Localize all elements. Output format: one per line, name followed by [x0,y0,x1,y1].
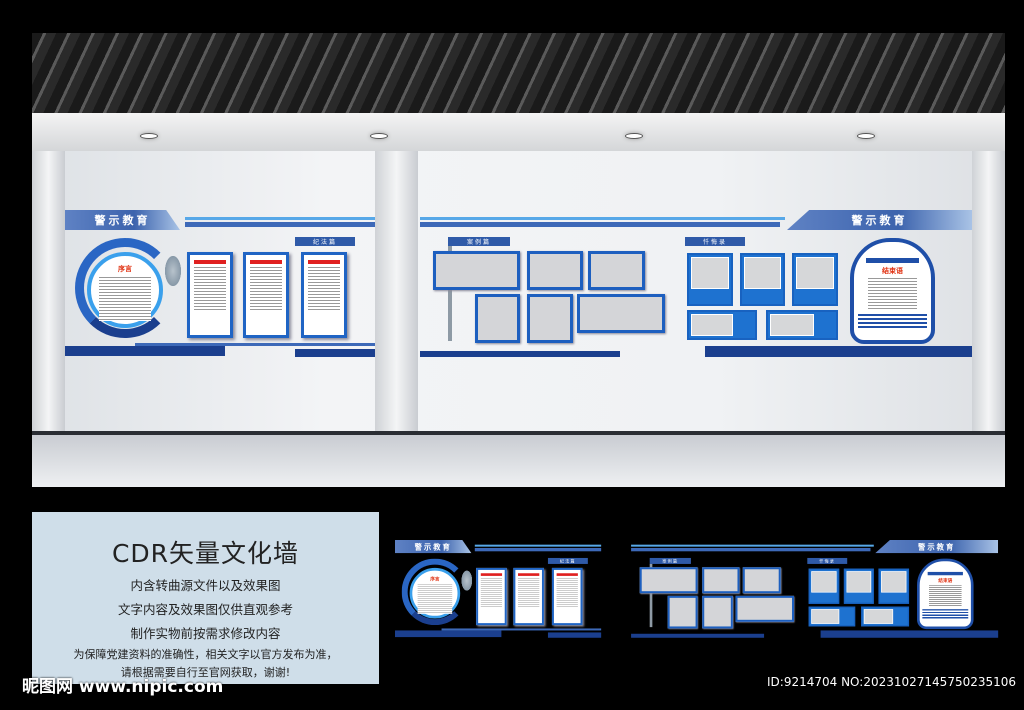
section-confession-tab: 忏悔录 [807,557,848,564]
photo-frame [735,595,794,622]
photo-frame [527,251,583,290]
left-banner: 警示教育 [395,540,472,554]
right-banner: 警示教育 [875,540,999,554]
confession-card [808,568,840,604]
text-lines [868,278,917,310]
confession-card [878,568,910,604]
deco-line [441,628,602,631]
preface-circle: 序言 [409,567,461,619]
deco-line [420,222,780,227]
lotus-icon [461,570,473,591]
section-law-tab: 纪法篇 [547,557,588,564]
pillar [972,151,1005,437]
section-cases-tab: 案例篇 [448,237,510,246]
confession-card [808,606,856,627]
bottom-bar [295,349,375,357]
confession-card [766,310,838,340]
deco-line [185,217,375,220]
bell-board: 结束语 [917,558,974,630]
confession-card [740,253,785,306]
deco-line [185,222,375,227]
deco-line [631,544,874,547]
image-id: ID:9214704 NO:20231027145750235106 [767,675,1017,689]
text-board [476,567,507,626]
rendered-scene: 警示教育 序言 纪法篇 警示教育 案例篇 忏悔录 [32,33,1005,487]
flat-preview: 警示教育 序言 纪法篇 警示教育 案例篇 忏悔录 [395,540,1000,640]
ceiling-light [625,133,643,139]
deco-line [474,544,602,547]
ceiling-light [370,133,388,139]
text-board [513,567,544,626]
photo-frame [577,294,665,333]
text-board [301,252,347,338]
pillar [375,151,418,437]
confession-card [687,310,757,340]
text-board [187,252,233,338]
info-line: 内含转曲源文件以及效果图 [130,578,281,593]
lotus-icon [165,256,181,286]
preface-label: 序言 [430,576,440,582]
deco-line [631,547,871,552]
right-banner: 警示教育 [787,210,972,230]
photo-frame [667,595,698,629]
info-line: 文字内容及效果图仅供直观参考 [117,602,293,617]
bottom-bar [631,633,765,638]
bottom-bar [705,346,972,357]
text-lines [417,584,453,614]
notice-line: 请根据需要自行至官网获取，谢谢! [120,666,291,679]
preface-circle: 序言 [87,252,163,328]
notice-line: 为保障党建资料的准确性，相关文字以官方发布为准， [73,648,338,661]
confession-card [843,568,874,604]
deco-line [474,547,602,552]
bottom-bar [65,346,225,356]
closing-label: 结束语 [927,571,963,584]
text-board [551,567,583,626]
bottom-bar [820,630,999,638]
bell-stripes [858,314,927,330]
section-law-tab: 纪法篇 [295,237,355,246]
pillar [32,151,65,437]
ceiling-light [140,133,158,139]
photo-frame [702,595,733,629]
ceiling-light [857,133,875,139]
watermark-logo: 昵图网 www.nipic.com [22,677,224,697]
closing-label: 结束语 [866,258,919,276]
photo-frame [702,567,740,594]
info-panel: CDR矢量文化墙 内含转曲源文件以及效果图 文字内容及效果图仅供直观参考 制作实… [32,512,379,684]
info-line: 制作实物前按需求修改内容 [130,626,281,641]
text-lines [99,277,151,321]
reflective-floor [32,431,1005,487]
photo-frame [639,567,698,594]
photo-frame [527,294,573,343]
bottom-bar [420,351,620,357]
bottom-bar [395,630,502,638]
preface-label: 序言 [118,265,132,273]
swirl-ring [75,238,175,338]
confession-card [861,606,910,627]
info-title: CDR矢量文化墙 [111,539,300,568]
bell-board: 结束语 [850,238,935,344]
deco-bracket [649,563,653,628]
confession-card [792,253,838,306]
ceiling-beam [32,113,1005,151]
photo-frame [433,251,520,290]
photo-frame [475,294,520,343]
text-lines [928,585,962,607]
text-board [243,252,289,338]
bell-stripes [922,609,969,620]
section-cases-tab: 案例篇 [649,557,691,564]
ceiling-slats [32,33,1005,113]
bottom-bar [547,632,602,638]
culture-wall-design: 警示教育 序言 纪法篇 警示教育 案例篇 忏悔录 [65,210,975,360]
section-confession-tab: 忏悔录 [685,237,745,246]
deco-line [135,343,375,346]
swirl-ring [401,558,469,626]
photo-frame [742,567,781,594]
left-banner: 警示教育 [65,210,180,230]
photo-frame [588,251,645,290]
deco-line [420,217,785,220]
culture-wall-preview: 警示教育 序言 纪法篇 警示教育 案例篇 忏悔录 [395,540,1000,640]
deco-bracket [448,246,452,341]
confession-card [687,253,733,306]
